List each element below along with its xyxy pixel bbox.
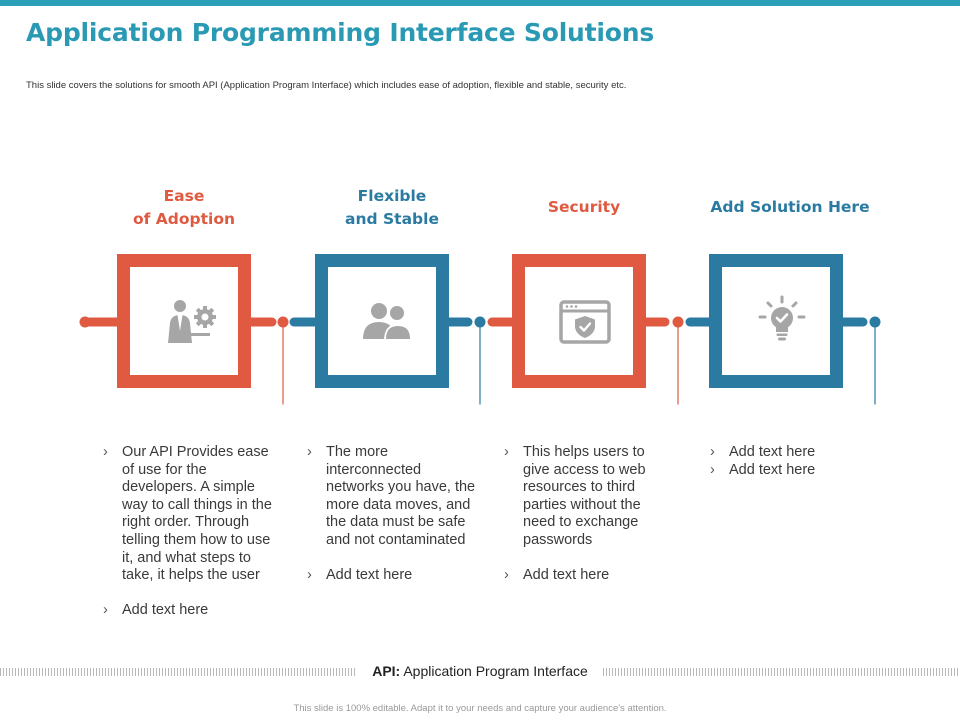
abbreviation-term: API: (372, 663, 401, 679)
heading-security: Security (547, 198, 621, 216)
abbreviation-definition: Application Program Interface (403, 663, 588, 679)
list-item: Add text here (103, 602, 273, 620)
list-item: Add text here (710, 444, 880, 462)
list-security: This helps users to give access to web r… (504, 444, 669, 585)
list-flexible-and-stable: The more interconnected networks you hav… (307, 444, 477, 585)
box-ease-of-adoption (117, 254, 251, 388)
list-item: Our API Provides ease of use for the dev… (103, 444, 273, 585)
list-item: Add text here (710, 462, 880, 480)
box-flexible-and-stable (315, 254, 449, 388)
businessman-gear-icon (168, 300, 216, 343)
list-add-solution: Add text here Add text here (710, 444, 880, 479)
box-security (512, 254, 646, 388)
list-ease-of-adoption: Our API Provides ease of use for the dev… (103, 444, 273, 620)
list-item: The more interconnected networks you hav… (307, 444, 477, 550)
abbreviation-footer: API: Application Program Interface (0, 660, 960, 684)
list-item: Add text here (307, 567, 477, 585)
lightbulb-check-icon (758, 295, 806, 341)
users-icon (363, 303, 412, 341)
hatch-divider-left (0, 668, 357, 676)
timeline-connectors (79, 316, 881, 405)
list-item: Add text here (504, 567, 669, 585)
browser-shield-icon (559, 300, 611, 344)
heading-add-solution: Add Solution Here (710, 198, 870, 216)
hatch-divider-right (603, 668, 960, 676)
abbreviation-text: API: Application Program Interface (0, 663, 960, 679)
box-add-solution (709, 254, 843, 388)
top-accent-bar (0, 0, 960, 6)
editable-note: This slide is 100% editable. Adapt it to… (293, 703, 667, 714)
list-item: This helps users to give access to web r… (504, 444, 669, 550)
slide-subtitle: This slide covers the solutions for smoo… (26, 80, 627, 91)
slide-title: Application Programming Interface Soluti… (26, 18, 655, 47)
